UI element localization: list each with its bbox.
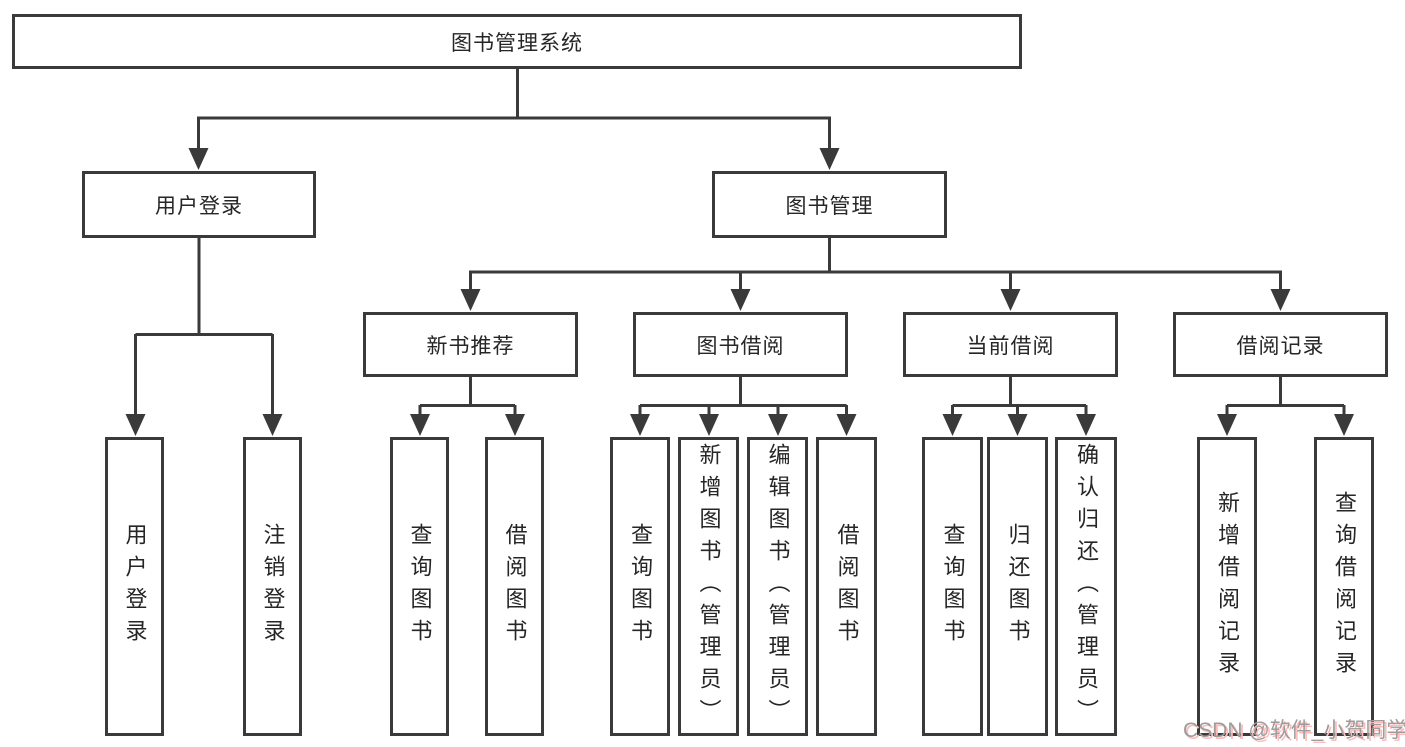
leaf-add-borrow-record: 新增借阅记录 — [1197, 437, 1257, 736]
node-label: 确认归还（管理员） — [1074, 442, 1099, 731]
node-label: 查询图书 — [628, 522, 653, 651]
node-label: 新增图书（管理员） — [696, 442, 722, 731]
node-label: 借阅图书 — [834, 522, 860, 651]
node-label: 用户登录 — [122, 522, 148, 651]
node-library-management-system: 图书管理系统 — [12, 14, 1022, 69]
leaf-query-borrow-record: 查询借阅记录 — [1314, 437, 1374, 736]
leaf-query-books-current: 查询图书 — [922, 437, 983, 736]
node-label: 当前借阅 — [966, 334, 1055, 358]
node-label: 查询借阅记录 — [1332, 490, 1357, 683]
node-label: 查询图书 — [407, 522, 433, 651]
leaf-query-books-borrowing: 查询图书 — [610, 437, 670, 736]
node-current-borrowing: 当前借阅 — [903, 312, 1118, 377]
csdn-watermark: CSDN @软件_小贺同学 — [1183, 719, 1405, 742]
node-book-borrowing: 图书借阅 — [633, 312, 848, 377]
leaf-user-login: 用户登录 — [105, 437, 164, 736]
node-user-login: 用户登录 — [82, 171, 316, 238]
node-label: 编辑图书（管理员） — [765, 442, 791, 731]
node-label: 查询图书 — [940, 522, 966, 651]
leaf-return-book: 归还图书 — [987, 437, 1048, 736]
leaf-borrow-books-borrowing: 借阅图书 — [816, 437, 877, 736]
leaf-logout: 注销登录 — [243, 437, 302, 736]
leaf-edit-book-admin: 编辑图书（管理员） — [747, 437, 808, 736]
leaf-borrow-books-recommendation: 借阅图书 — [485, 437, 544, 736]
node-label: 图书管理系统 — [451, 31, 583, 55]
node-label: 归还图书 — [1005, 522, 1031, 651]
leaf-add-book-admin: 新增图书（管理员） — [678, 437, 739, 736]
node-label: 注销登录 — [260, 522, 286, 651]
node-book-management: 图书管理 — [712, 171, 947, 238]
leaf-query-books-recommendation: 查询图书 — [390, 437, 449, 736]
node-label: 借阅记录 — [1236, 334, 1325, 358]
node-label: 用户登录 — [155, 194, 243, 218]
leaf-confirm-return-admin: 确认归还（管理员） — [1055, 437, 1117, 736]
node-label: 图书管理 — [785, 194, 874, 218]
node-label: 图书借阅 — [696, 334, 785, 358]
node-label: 新增借阅记录 — [1215, 490, 1240, 683]
node-borrowing-records: 借阅记录 — [1173, 312, 1388, 377]
arrowhead-icons — [125, 148, 1354, 436]
node-label: 借阅图书 — [502, 522, 528, 651]
node-new-book-recommendation: 新书推荐 — [363, 312, 578, 377]
node-label: 新书推荐 — [426, 334, 515, 358]
